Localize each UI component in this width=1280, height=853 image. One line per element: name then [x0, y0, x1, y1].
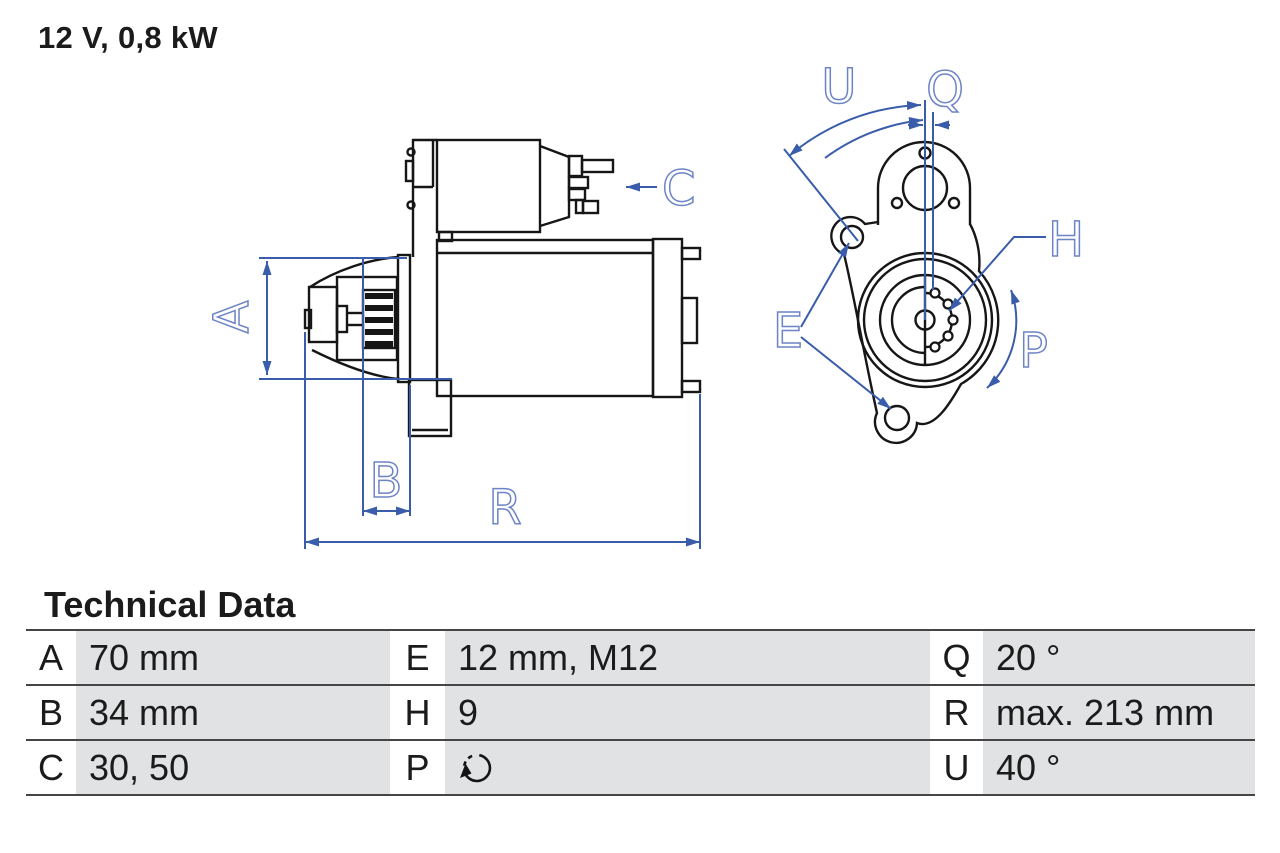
- table-cell-key-u: U: [930, 741, 983, 794]
- dimension-label-a: A: [204, 300, 260, 333]
- motor-body: [435, 238, 655, 398]
- table-cell-key-r: R: [930, 686, 983, 739]
- side-view-drawing: A B R C: [203, 138, 702, 549]
- table-cell-key-c: C: [26, 741, 76, 794]
- page-title: 12 V, 0,8 kW: [38, 20, 218, 55]
- solenoid-body: [435, 138, 542, 234]
- flange-outline: [830, 215, 1000, 445]
- table-cell-key-e: E: [390, 631, 445, 684]
- table-cell-key-q: Q: [930, 631, 983, 684]
- front-view-dimensions: Q U H E P: [772, 58, 1085, 410]
- table-cell-value-h: 9: [445, 686, 930, 739]
- shaft-tip: [303, 308, 313, 330]
- pinion-teeth: [365, 293, 393, 347]
- dimension-label-r: R: [488, 480, 521, 536]
- table-cell-key-p: P: [390, 741, 445, 794]
- solenoid-terminals: [567, 154, 615, 215]
- front-view-drawing: Q U H E P: [772, 58, 1085, 445]
- table-cell-value-p: [445, 741, 930, 794]
- table-cell-value-u: 40 °: [983, 741, 1255, 794]
- dimension-label-e: E: [773, 303, 803, 359]
- nose-housing: [307, 285, 339, 344]
- dimension-label-c: C: [662, 161, 696, 217]
- section-heading: Technical Data: [44, 584, 296, 625]
- dimension-label-b: B: [370, 453, 403, 509]
- solenoid-bracket: [411, 138, 437, 257]
- flange-ear-hole-top: [839, 224, 865, 250]
- table-row: C 30, 50 P U 40 °: [26, 741, 1255, 796]
- flange-plate: [396, 253, 412, 384]
- dimension-label-q: Q: [926, 62, 964, 118]
- table-cell-value-a: 70 mm: [76, 631, 390, 684]
- table-cell-value-e: 12 mm, M12: [445, 631, 930, 684]
- table-cell-value-c: 30, 50: [76, 741, 390, 794]
- side-view-dimensions: A B R C: [203, 160, 701, 549]
- table-cell-key-h: H: [390, 686, 445, 739]
- rotation-direction-icon: [460, 753, 492, 782]
- flange-ear-hole-bottom: [883, 404, 911, 432]
- table-cell-value-r: max. 213 mm: [983, 686, 1255, 739]
- table-row: B 34 mm H 9 R max. 213 mm: [26, 686, 1255, 741]
- technical-data-table: A 70 mm E 12 mm, M12 Q 20 ° B 34 mm H 9 …: [26, 629, 1255, 796]
- end-cap: [651, 237, 684, 399]
- mounting-foot: [407, 378, 453, 438]
- table-cell-value-q: 20 °: [983, 631, 1255, 684]
- dimension-label-u: U: [821, 59, 856, 115]
- dimension-label-h: H: [1048, 212, 1084, 268]
- table-cell-value-b: 34 mm: [76, 686, 390, 739]
- table-row: A 70 mm E 12 mm, M12 Q 20 °: [26, 631, 1255, 686]
- dimension-label-p: P: [1019, 323, 1048, 379]
- table-cell-key-a: A: [26, 631, 76, 684]
- technical-drawing: A B R C: [203, 58, 1085, 549]
- table-cell-key-b: B: [26, 686, 76, 739]
